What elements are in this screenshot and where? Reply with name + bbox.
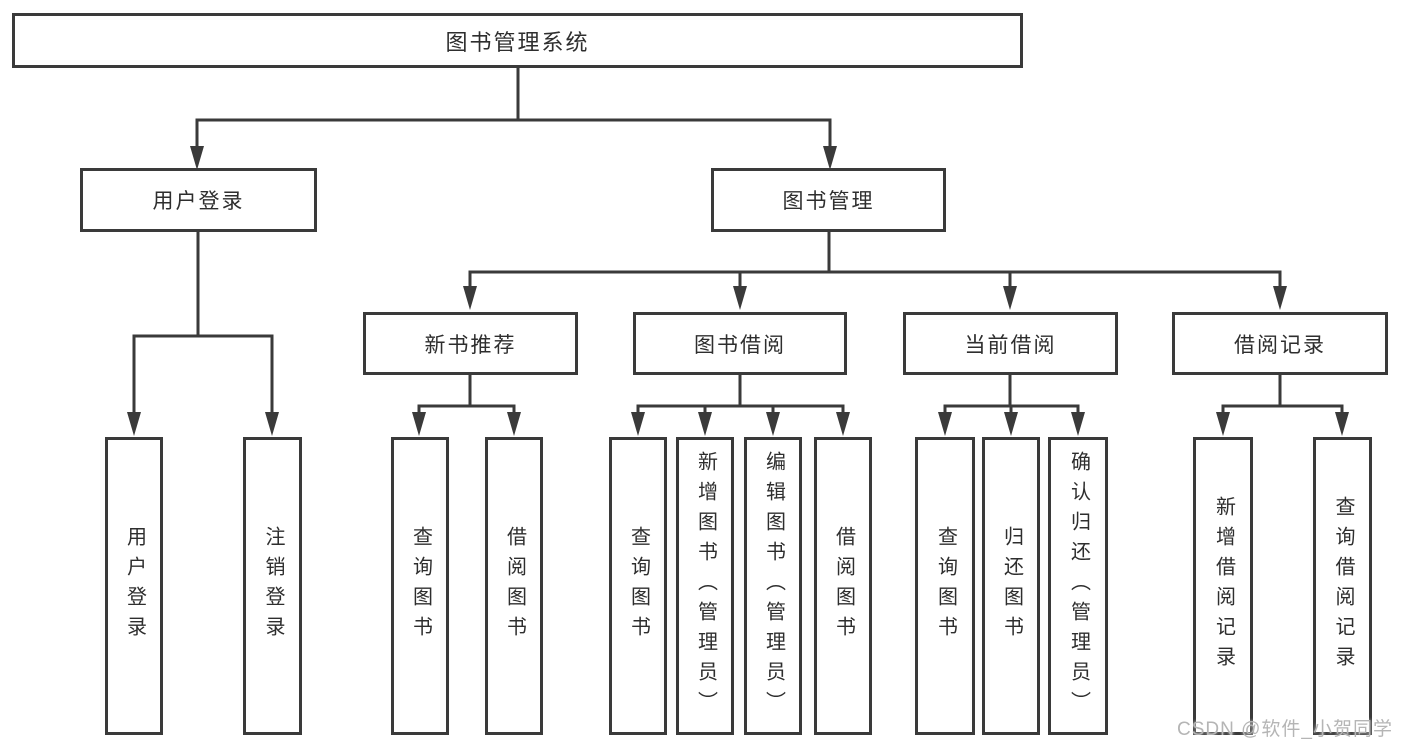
- leaf-nb-query-books: 查询图书: [391, 437, 449, 735]
- leaf-br-query-borrow-record: 查询借阅记录: [1313, 437, 1372, 735]
- leaf-label: 编辑图书（管理员）: [762, 451, 785, 721]
- node-current-borrowing: 当前借阅: [903, 312, 1118, 375]
- arrowhead-icon: [766, 412, 780, 436]
- csdn-watermark: CSDN @软件_小贺同学: [1177, 719, 1393, 740]
- leaf-cb-return-books: 归还图书: [982, 437, 1040, 735]
- leaf-label: 查询借阅记录: [1332, 496, 1354, 676]
- node-new-book-recommend: 新书推荐: [363, 312, 578, 375]
- connector-lines: [132, 64, 1344, 416]
- arrowhead-icon: [1004, 412, 1018, 436]
- leaf-label: 借阅图书: [832, 526, 855, 646]
- leaf-label: 注销登录: [262, 526, 284, 646]
- leaf-label: 用户登录: [123, 526, 146, 646]
- arrowhead-icon: [1071, 412, 1085, 436]
- node-user-login: 用户登录: [80, 168, 317, 232]
- leaf-label: 查询图书: [409, 526, 432, 646]
- arrowhead-icon: [190, 146, 204, 170]
- leaf-bb-edit-books-admin: 编辑图书（管理员）: [744, 437, 802, 735]
- arrowhead-icon: [265, 412, 279, 436]
- leaf-br-add-borrow-record: 新增借阅记录: [1193, 437, 1253, 735]
- leaf-bb-add-books-admin: 新增图书（管理员）: [676, 437, 734, 735]
- arrowhead-icon: [823, 146, 837, 170]
- leaf-bb-borrow-books: 借阅图书: [814, 437, 872, 735]
- leaf-label: 查询图书: [934, 526, 957, 646]
- arrowhead-icon: [698, 412, 712, 436]
- leaf-label: 新增借阅记录: [1212, 496, 1235, 676]
- arrowhead-icon: [463, 286, 477, 310]
- arrowhead-icon: [1335, 412, 1349, 436]
- leaf-label: 借阅图书: [503, 526, 526, 646]
- leaf-logout: 注销登录: [243, 437, 302, 735]
- leaf-cb-confirm-return-admin: 确认归还（管理员）: [1048, 437, 1108, 735]
- leaf-nb-borrow-books: 借阅图书: [485, 437, 543, 735]
- arrowhead-icon: [1003, 286, 1017, 310]
- node-root: 图书管理系统: [12, 13, 1023, 68]
- arrowhead-icon: [1273, 286, 1287, 310]
- node-borrow-records: 借阅记录: [1172, 312, 1388, 375]
- leaf-cb-query-books: 查询图书: [915, 437, 975, 735]
- leaf-user-login: 用户登录: [105, 437, 163, 735]
- arrowhead-icon: [127, 412, 141, 436]
- arrowhead-icon: [938, 412, 952, 436]
- leaf-label: 归还图书: [1000, 526, 1023, 646]
- leaf-label: 查询图书: [627, 526, 650, 646]
- connector-path: [132, 64, 1344, 416]
- arrowhead-icon: [507, 412, 521, 436]
- leaf-label: 确认归还（管理员）: [1067, 451, 1090, 721]
- leaf-label: 新增图书（管理员）: [694, 451, 717, 721]
- node-book-borrowing: 图书借阅: [633, 312, 847, 375]
- node-book-management: 图书管理: [711, 168, 946, 232]
- arrowhead-icon: [412, 412, 426, 436]
- leaf-bb-query-books: 查询图书: [609, 437, 667, 735]
- arrowhead-icon: [836, 412, 850, 436]
- arrowheads: [127, 146, 1349, 436]
- arrowhead-icon: [733, 286, 747, 310]
- arrowhead-icon: [1216, 412, 1230, 436]
- arrowhead-icon: [631, 412, 645, 436]
